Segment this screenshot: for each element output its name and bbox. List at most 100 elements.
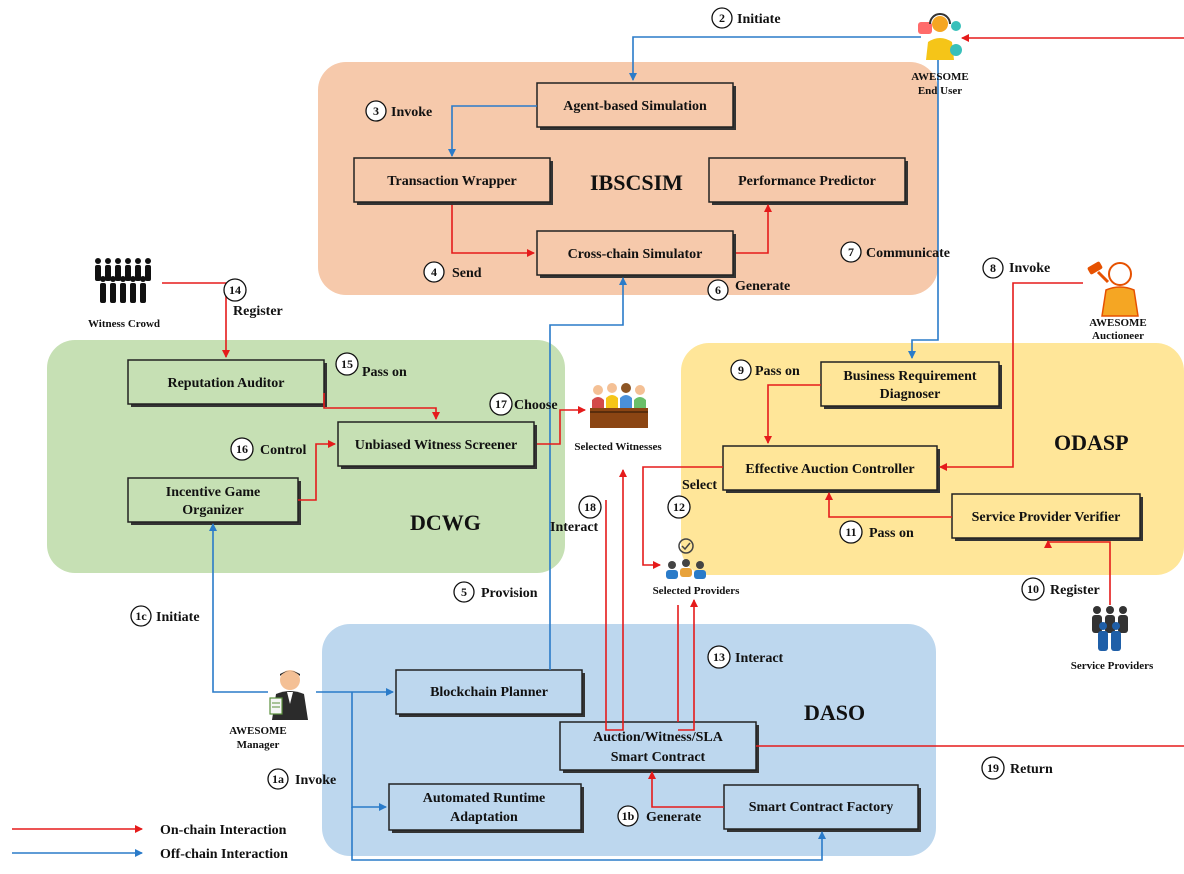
component-label-line2: Adaptation [450,810,518,825]
step-16: 16 Control [230,437,307,461]
edge-incentive-to-screener [298,440,336,501]
component-sc-factory[interactable]: Smart Contract Factory [723,784,921,832]
edge-end-user-communicate [908,60,939,359]
witness-crowd-label: Witness Crowd [88,318,160,330]
edge-bra-to-controller [764,384,821,444]
edge-contract-to-providers-up [678,599,698,731]
svg-text:Pass on: Pass on [869,526,914,541]
svg-text:Pass on: Pass on [755,364,800,379]
edge-factory-generate [648,771,724,808]
auctioneer-label-line1: AWESOME [1089,317,1146,329]
step-10: 10 Register [1021,577,1100,601]
component-label-line1: Auction/Witness/SLA [593,730,724,745]
svg-text:17: 17 [495,397,507,411]
step-7: 7 Communicate [840,241,950,263]
svg-text:Register: Register [233,304,283,319]
svg-text:1b: 1b [622,809,635,823]
component-label: Unbiased Witness Screener [355,438,518,453]
step-1a: 1a Invoke [267,768,336,790]
svg-text:Choose: Choose [514,398,558,413]
component-label: Agent-based Simulation [563,99,707,114]
step-14: 14 Register [223,278,283,319]
component-label: Blockchain Planner [430,685,548,700]
edge-provision [549,277,627,670]
region-title-dcwg: DCWG [410,510,481,535]
svg-text:15: 15 [341,357,353,371]
svg-text:7: 7 [848,245,854,259]
svg-text:Pass on: Pass on [362,365,407,380]
svg-text:3: 3 [373,104,379,118]
svg-text:Send: Send [452,266,482,281]
legend-onchain-label: On-chain Interaction [160,823,287,838]
svg-text:Interact: Interact [735,651,784,666]
svg-text:5: 5 [461,585,467,599]
step-19: 19 Return [981,756,1053,780]
component-witness-screener[interactable]: Unbiased Witness Screener [337,421,537,469]
service-providers-label: Service Providers [1071,660,1154,672]
svg-text:10: 10 [1027,582,1039,596]
step-1b: 1b Generate [617,805,701,827]
end-user-label-line1: AWESOME [911,71,968,83]
component-label: Cross-chain Simulator [568,247,703,262]
svg-text:Interact: Interact [550,520,599,535]
edge-agent-to-wrapper [448,105,537,157]
svg-text:Provision: Provision [481,586,538,601]
step-2: 2 Initiate [711,7,781,29]
svg-text:14: 14 [229,283,241,297]
component-runtime-adaptation[interactable]: Automated Runtime Adaptation [388,783,584,833]
component-label: Smart Contract Factory [749,800,894,815]
legend: On-chain Interaction Off-chain Interacti… [12,823,288,862]
component-label-line2: Organizer [182,503,243,518]
auctioneer-label-line2: Auctioneer [1092,330,1144,342]
component-label: Performance Predictor [738,174,876,189]
component-cross-chain[interactable]: Cross-chain Simulator [536,230,736,278]
component-agent-sim[interactable]: Agent-based Simulation [536,82,736,130]
component-incentive-organizer[interactable]: Incentive Game Organizer [127,477,301,525]
component-label-line1: Automated Runtime [423,791,546,806]
svg-text:11: 11 [845,525,856,539]
step-6: 6 Generate [707,279,790,301]
edge-screener-to-witnesses [537,406,586,445]
edge-controller-select [642,466,723,569]
component-label-line1: Business Requirement [843,369,976,384]
component-label-line1: Incentive Game [166,485,260,500]
svg-text:4: 4 [431,265,437,279]
component-auction-controller[interactable]: Effective Auction Controller [722,445,940,493]
svg-text:Generate: Generate [646,810,701,825]
step-4: 4 Send [423,261,482,283]
step-11: 11 Pass on [839,520,914,544]
step-12: Select 12 [667,478,717,519]
svg-text:Communicate: Communicate [866,246,950,261]
step-3: 3 Invoke [365,100,432,122]
group-icon [1092,606,1128,651]
edge-auditor-to-screener [323,393,440,420]
component-sp-verifier[interactable]: Service Provider Verifier [951,493,1143,541]
component-label: Reputation Auditor [167,376,284,391]
selected-providers-label: Selected Providers [653,585,741,597]
svg-text:19: 19 [987,761,999,775]
component-perf-predictor[interactable]: Performance Predictor [708,157,908,205]
svg-text:Generate: Generate [735,279,790,294]
component-blockchain-planner[interactable]: Blockchain Planner [395,669,585,717]
svg-text:9: 9 [738,363,744,377]
component-business-req[interactable]: Business Requirement Diagnoser [820,361,1002,409]
component-smart-contract[interactable]: Auction/Witness/SLA Smart Contract [559,721,759,773]
svg-text:6: 6 [715,283,721,297]
edge-manager-to-factory [351,807,826,861]
svg-text:Select: Select [682,478,717,493]
user-headset-icon [918,13,962,60]
manager-label-line1: AWESOME [229,725,286,737]
edge-contract-to-witnesses [605,469,627,731]
edge-end-user-initiate [629,36,921,81]
region-title-ibscsim: IBSCSIM [590,170,683,195]
end-user-label-line2: End User [918,85,962,97]
svg-text:16: 16 [236,442,248,456]
component-tx-wrapper[interactable]: Transaction Wrapper [353,157,553,205]
step-5: 5 Provision [453,581,538,603]
component-rep-auditor[interactable]: Reputation Auditor [127,359,327,407]
component-label: Effective Auction Controller [745,462,914,477]
edge-manager-initiate [209,523,268,693]
step-8: 8 Invoke [982,257,1050,279]
edge-verifier-to-controller [825,492,952,518]
